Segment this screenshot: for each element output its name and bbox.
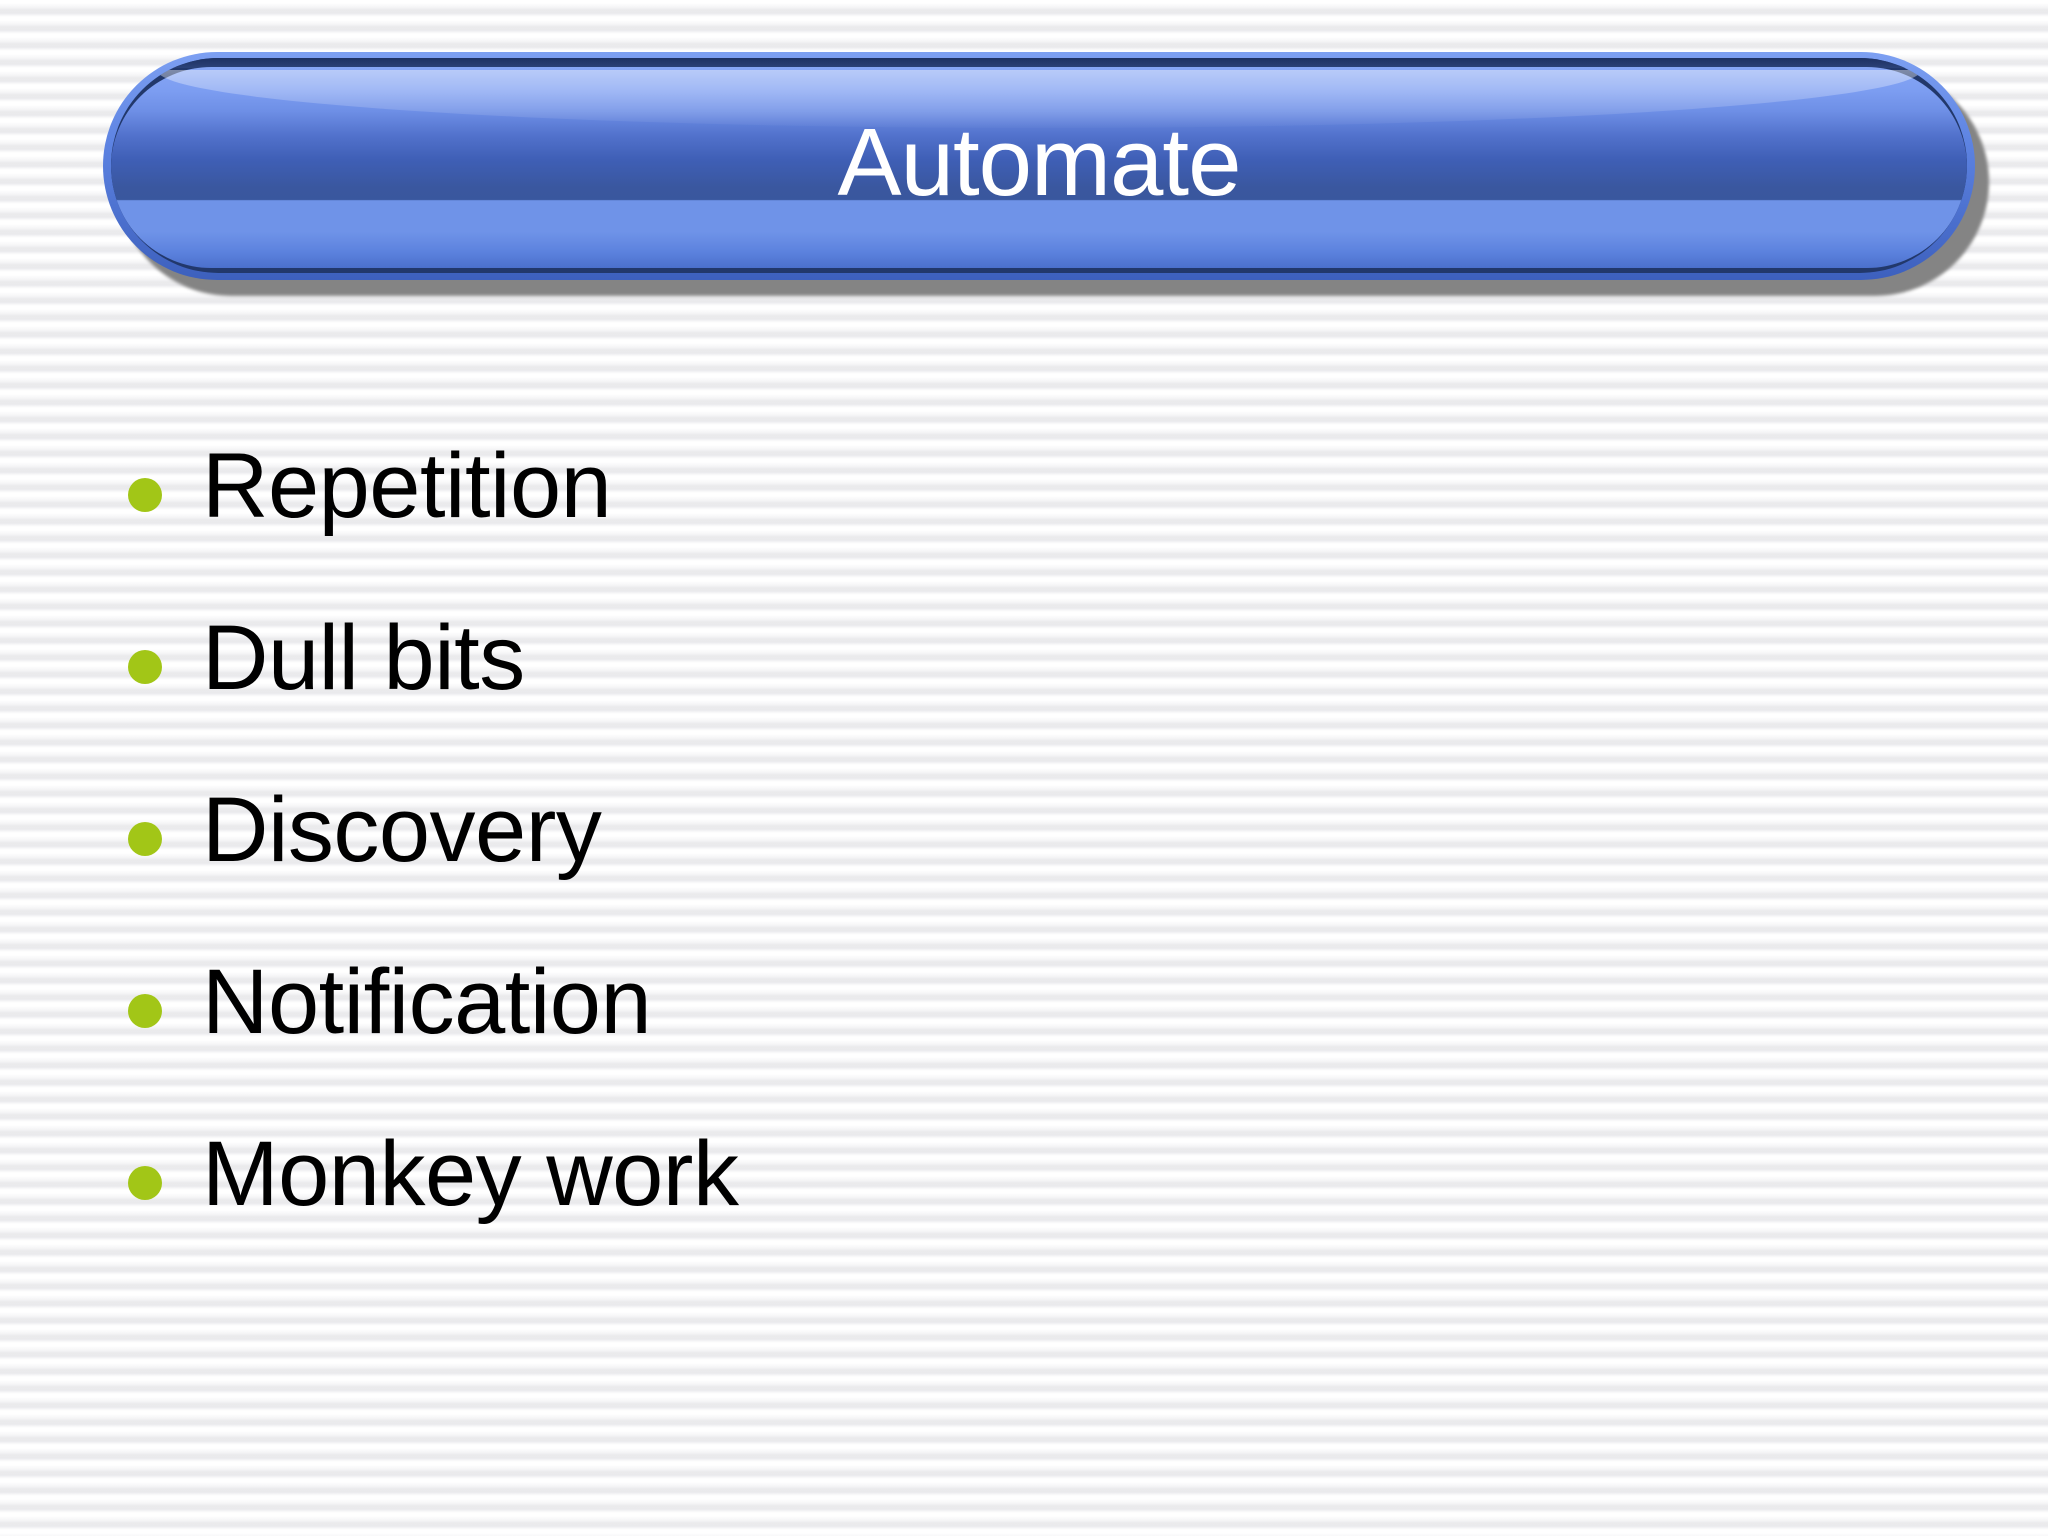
bullet-dot-icon bbox=[128, 994, 162, 1028]
list-item: Repetition bbox=[128, 432, 1928, 604]
title-banner-inner-rim: Automate bbox=[111, 58, 1967, 273]
bullet-item-label: Notification bbox=[202, 951, 652, 1053]
list-item: Monkey work bbox=[128, 1120, 1928, 1292]
slide-bullet-list: Repetition Dull bits Discovery Notificat… bbox=[128, 432, 1928, 1292]
list-item: Dull bits bbox=[128, 604, 1928, 776]
slide-title-banner: Automate bbox=[103, 52, 1989, 296]
title-banner-pill: Automate bbox=[103, 52, 1975, 280]
title-banner-top-rim bbox=[111, 58, 1967, 68]
page-title: Automate bbox=[837, 108, 1242, 216]
bullet-dot-icon bbox=[128, 650, 162, 684]
bullet-item-label: Repetition bbox=[202, 435, 612, 537]
bullet-dot-icon bbox=[128, 1166, 162, 1200]
bullet-dot-icon bbox=[128, 478, 162, 512]
title-banner-face bbox=[111, 67, 1967, 268]
list-item: Notification bbox=[128, 948, 1928, 1120]
bullet-item-label: Discovery bbox=[202, 779, 602, 881]
bullet-item-label: Monkey work bbox=[202, 1123, 739, 1225]
list-item: Discovery bbox=[128, 776, 1928, 948]
bullet-dot-icon bbox=[128, 822, 162, 856]
bullet-item-label: Dull bits bbox=[202, 607, 525, 709]
